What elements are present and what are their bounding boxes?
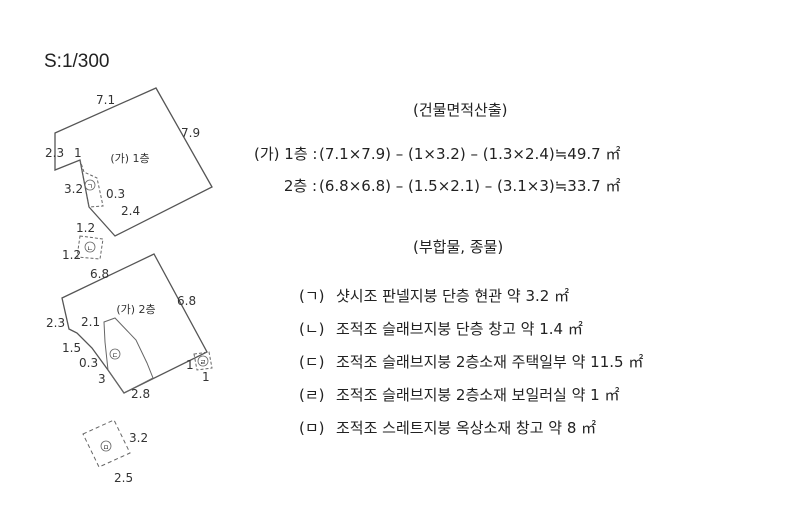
annex-outline-c: [103, 317, 154, 394]
annex-item-mark: (ㄴ): [299, 320, 325, 338]
annex-marker-m-text: ㅁ: [103, 444, 109, 452]
dim-2f-step: 2.1: [81, 315, 100, 329]
dim-2f-annex-a: 1: [186, 358, 194, 372]
area-calc-title: (건물면적산출): [413, 101, 508, 119]
annex-marker-g-text: ㄱ: [87, 183, 93, 191]
dim-annex-l-top: 1.2: [76, 221, 95, 235]
annex-outline-r: [193, 351, 213, 371]
annex-item-desc: 조적조 슬래브지붕 2층소재 보일러실 약 1 ㎡: [336, 386, 620, 404]
annex-outline-g: [79, 159, 104, 208]
dim-2f-inner: 3: [98, 372, 106, 386]
annex-item-desc: 조적조 슬래브지붕 단층 창고 약 1.4 ㎡: [336, 320, 583, 338]
calc-row-formula-2: (6.8×6.8) – (1.5×2.1) – (3.1×3)≒33.7 ㎡: [319, 177, 621, 195]
calc-row-formula-1: (7.1×7.9) – (1×3.2) – (1.3×2.4)≒49.7 ㎡: [319, 145, 621, 163]
annex-l: ㄴ 1.2 1.2: [62, 221, 104, 262]
main-building-outline-1f: [54, 87, 213, 237]
dim-right: 7.9: [181, 126, 200, 140]
annex-item-desc: 샷시조 판넬지붕 단층 현관 약 3.2 ㎡: [336, 287, 570, 305]
dim-2f-top: 6.8: [90, 267, 109, 281]
annex-marker-l-text: ㄴ: [87, 245, 93, 253]
annex-marker-r: [197, 355, 209, 367]
annex-item-mark: (ㅁ): [299, 419, 325, 437]
annex-marker-c: [109, 348, 121, 360]
annex-item-mark: (ㄹ): [299, 386, 325, 404]
plan-2nd-floor: ㄷ ㄹ (가) 2층 6.8 6.8 2.3 2.1 1.5 0.3 3 2.8…: [46, 253, 213, 401]
building-label-2f: (가) 2층: [116, 303, 155, 316]
dim-2f-left-low: 1.5: [62, 341, 81, 355]
annex-marker-g: [84, 179, 96, 191]
dim-2f-left: 2.3: [46, 316, 65, 330]
dim-2f-notch: 0.3: [79, 356, 98, 370]
calc-row-label-2: 2층 :: [283, 177, 317, 195]
dim-left: 2.3: [45, 146, 64, 160]
annex-item-mark: (ㄱ): [299, 287, 325, 305]
annex-item-desc: 조적조 스레트지붕 옥상소재 창고 약 8 ㎡: [336, 419, 597, 437]
annex-marker-r-text: ㄹ: [200, 359, 206, 367]
dim-annex-w: 0.3: [106, 187, 125, 201]
dim-bottom: 2.4: [121, 204, 140, 218]
annex-outline-l: [76, 235, 104, 260]
scale-label: S:1/300: [44, 51, 110, 72]
dim-annex-h: 3.2: [64, 182, 83, 196]
dim-annex-m-bottom: 2.5: [114, 471, 133, 485]
dim-top: 7.1: [96, 93, 115, 107]
dim-notch-w: 1: [74, 146, 82, 160]
annex-item-mark: (ㄷ): [299, 353, 325, 371]
dim-2f-bottom: 2.8: [131, 387, 150, 401]
annex-marker-c-text: ㄷ: [112, 352, 118, 360]
dim-annex-l-left: 1.2: [62, 248, 81, 262]
annex-outline-m: [82, 419, 131, 468]
annex-marker-l: [84, 241, 96, 253]
dim-2f-annex-b: 1: [202, 370, 210, 384]
calc-row-label-1: (가) 1층 :: [254, 145, 318, 163]
plan-1st-floor: ㄱ (가) 1층 7.1 7.9 2.3 1 3.2 0.3 2.4: [45, 87, 213, 237]
annexes-title: (부합물, 종물): [413, 238, 504, 256]
dim-2f-right: 6.8: [177, 294, 196, 308]
annex-marker-m: [100, 440, 112, 452]
annex-m: ㅁ 3.2 2.5: [82, 419, 148, 485]
building-label-1f: (가) 1층: [110, 152, 149, 165]
annex-item-desc: 조적조 슬래브지붕 2층소재 주택일부 약 11.5 ㎡: [336, 353, 644, 371]
dim-annex-m-right: 3.2: [129, 431, 148, 445]
